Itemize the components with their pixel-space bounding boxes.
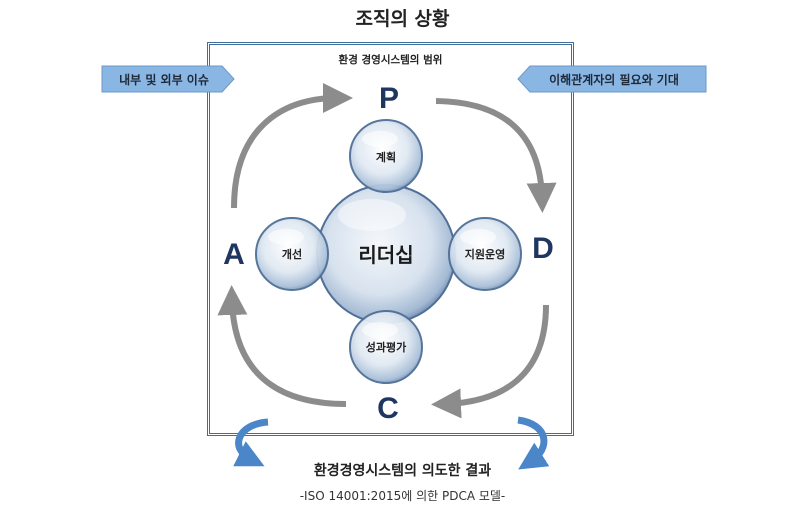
evaluation-label: 성과평가 <box>366 340 406 354</box>
figure-caption: -ISO 14001:2015에 의한 PDCA 모델- <box>299 489 506 503</box>
scope-boundary <box>207 42 574 436</box>
letter-p: P <box>379 82 399 115</box>
improvement-highlight <box>268 229 304 245</box>
letter-a: A <box>223 238 245 271</box>
arrow-p-to-d <box>435 98 557 213</box>
support-highlight <box>460 229 496 245</box>
diagram-title: 조직의 상황 <box>355 8 450 30</box>
leadership-highlight <box>338 199 406 231</box>
intended-outcome: 환경경영시스템의 의도한 결과 <box>313 463 492 479</box>
outcome-arrow-left <box>233 418 269 467</box>
leadership-label: 리더십 <box>358 243 413 267</box>
arrow-a-to-p <box>231 83 353 209</box>
letter-d: D <box>532 232 554 265</box>
arrow-c-to-a <box>217 285 347 407</box>
letter-c: C <box>377 392 399 425</box>
left-tag-label: 내부 및 외부 이슈 <box>119 72 209 87</box>
left-tag-arrow: 내부 및 외부 이슈 <box>101 65 235 93</box>
outcome-arrow-right <box>517 416 550 470</box>
plan-label: 계획 <box>376 150 396 164</box>
right-tag-arrow: 이해관계자의 필요와 기대 <box>517 65 707 93</box>
arrow-d-to-c <box>431 304 549 419</box>
improvement-label: 개선 <box>282 247 302 261</box>
right-tag-label: 이해관계자의 필요와 기대 <box>549 72 679 87</box>
scope-label: 환경 경영시스템의 범위 <box>338 54 443 66</box>
evaluation-highlight <box>362 322 398 338</box>
plan-highlight <box>362 131 398 147</box>
support-label: 지원운영 <box>465 247 505 261</box>
